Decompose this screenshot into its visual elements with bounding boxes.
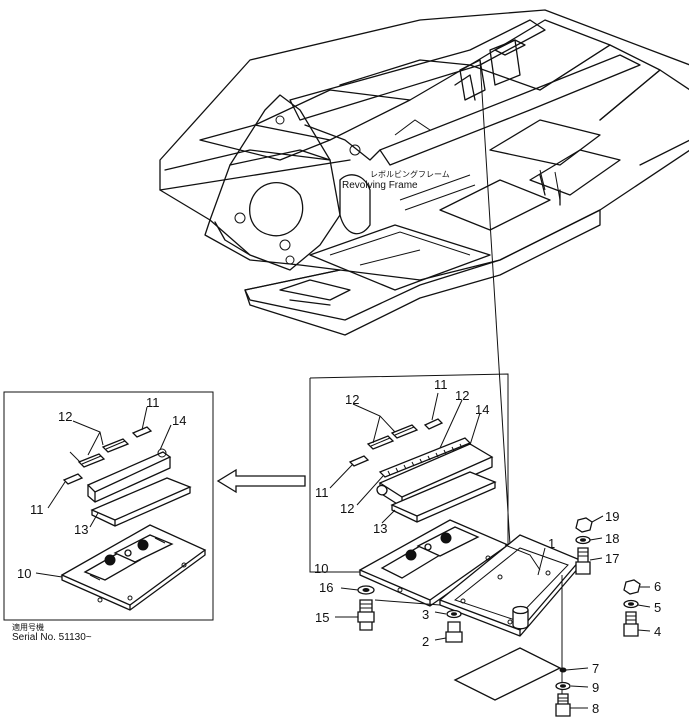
frame-label-jp: レボルビングフレーム [370, 169, 450, 179]
callout-11-top: 11 [434, 377, 448, 392]
callout-4: 4 [654, 624, 661, 639]
callout-14: 14 [475, 402, 489, 417]
serial-note: 適用号機 Serial No. 51130~ [12, 622, 92, 643]
callout-2: 2 [422, 634, 429, 649]
assembly-leader-line [479, 59, 511, 546]
part-7-plate [453, 647, 562, 701]
nut-6 [623, 579, 641, 595]
callout-11-lower: 11 [315, 485, 329, 500]
callout-17: 17 [605, 551, 619, 566]
callout-12-left: 12 [345, 392, 359, 407]
inset-callout-13: 13 [74, 522, 88, 537]
callout-9: 9 [592, 680, 599, 695]
callout-16: 16 [319, 580, 333, 595]
callout-12-lower: 12 [340, 501, 354, 516]
inset-callout-11-top: 11 [146, 395, 160, 410]
callout-13: 13 [373, 521, 387, 536]
inset-box-serial-variant [3, 391, 214, 621]
callout-6: 6 [654, 579, 661, 594]
part-12-strip [378, 437, 472, 478]
inset-frame [3, 391, 214, 621]
callout-8: 8 [592, 701, 599, 716]
hardware-callouts: 1 2 3 4 5 6 7 8 9 15 16 17 18 19 [315, 509, 661, 716]
callout-7: 7 [592, 661, 599, 676]
revolving-frame-label: レボルビングフレーム Revolving Frame [342, 169, 450, 191]
callout-15: 15 [315, 610, 329, 625]
inset-callouts: 11 12 14 11 13 10 [17, 395, 186, 581]
variant-arrow [216, 468, 306, 494]
revolving-frame [159, 9, 689, 336]
inset-callout-14: 14 [172, 413, 186, 428]
serial-note-en: Serial No. 51130~ [12, 632, 92, 643]
inset-callout-12: 12 [58, 409, 72, 424]
cover-plate-assembly [374, 534, 582, 701]
hardware-leaders [335, 515, 651, 709]
part-11-top [423, 418, 444, 430]
inset-part-10 [60, 524, 207, 606]
callout-10: 10 [314, 561, 328, 576]
inset-callout-11-bottom: 11 [30, 502, 44, 517]
nut-19 [575, 517, 593, 533]
detail-callouts: 11 12 12 14 11 12 13 10 [314, 377, 489, 576]
callout-3: 3 [422, 607, 429, 622]
frame-label-en: Revolving Frame [342, 180, 418, 191]
callout-1: 1 [548, 536, 555, 551]
inset-part-11-bottom [62, 473, 84, 485]
callout-5: 5 [654, 600, 661, 615]
inset-callout-10: 10 [17, 566, 31, 581]
serial-note-jp: 適用号機 [12, 622, 44, 632]
callout-12-right: 12 [455, 388, 469, 403]
detail-box [309, 373, 510, 607]
callout-19: 19 [605, 509, 619, 524]
callout-18: 18 [605, 531, 619, 546]
fasteners [357, 517, 641, 717]
